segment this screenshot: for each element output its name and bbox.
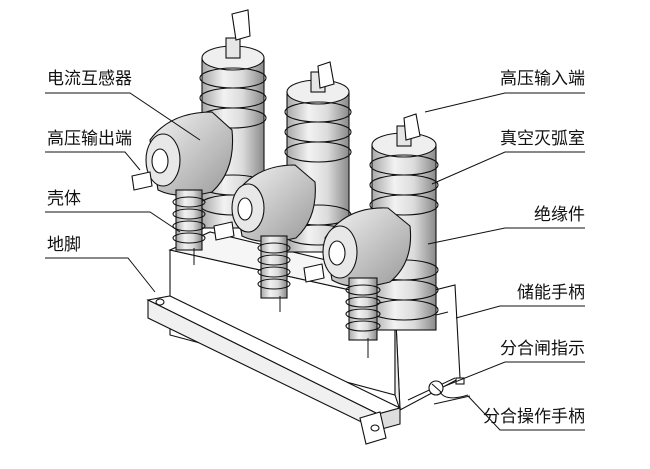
label-current-transformer: 电流互感器 — [47, 69, 132, 89]
label-shell: 壳体 — [47, 189, 81, 209]
leader-lines — [45, 92, 585, 431]
labels: 电流互感器 高压输出端 壳体 地脚 高压输入端 真空灭弧室 绝缘件 储能手柄 分… — [47, 69, 585, 427]
pole-middle-lower-insulator — [257, 235, 291, 312]
pole-right-lower-insulator — [345, 277, 381, 358]
breaker-frame — [146, 231, 471, 445]
label-open-close-operating-handle: 分合操作手柄 — [483, 407, 585, 427]
label-open-close-indicator: 分合闸指示 — [500, 339, 585, 359]
label-hv-input-terminal: 高压输入端 — [500, 69, 585, 89]
pole-left-current-transformer — [131, 111, 234, 197]
label-vacuum-interrupter: 真空灭弧室 — [500, 129, 585, 149]
pole-left-lower-insulator — [172, 189, 206, 265]
label-energy-storage-handle: 储能手柄 — [517, 283, 585, 303]
label-hv-output-terminal: 高压输出端 — [47, 129, 132, 149]
pole-right — [303, 113, 439, 358]
pole-middle-current-transformer — [213, 164, 316, 243]
pole-middle — [213, 61, 352, 312]
label-insulator: 绝缘件 — [534, 205, 585, 225]
label-foot: 地脚 — [47, 235, 81, 255]
